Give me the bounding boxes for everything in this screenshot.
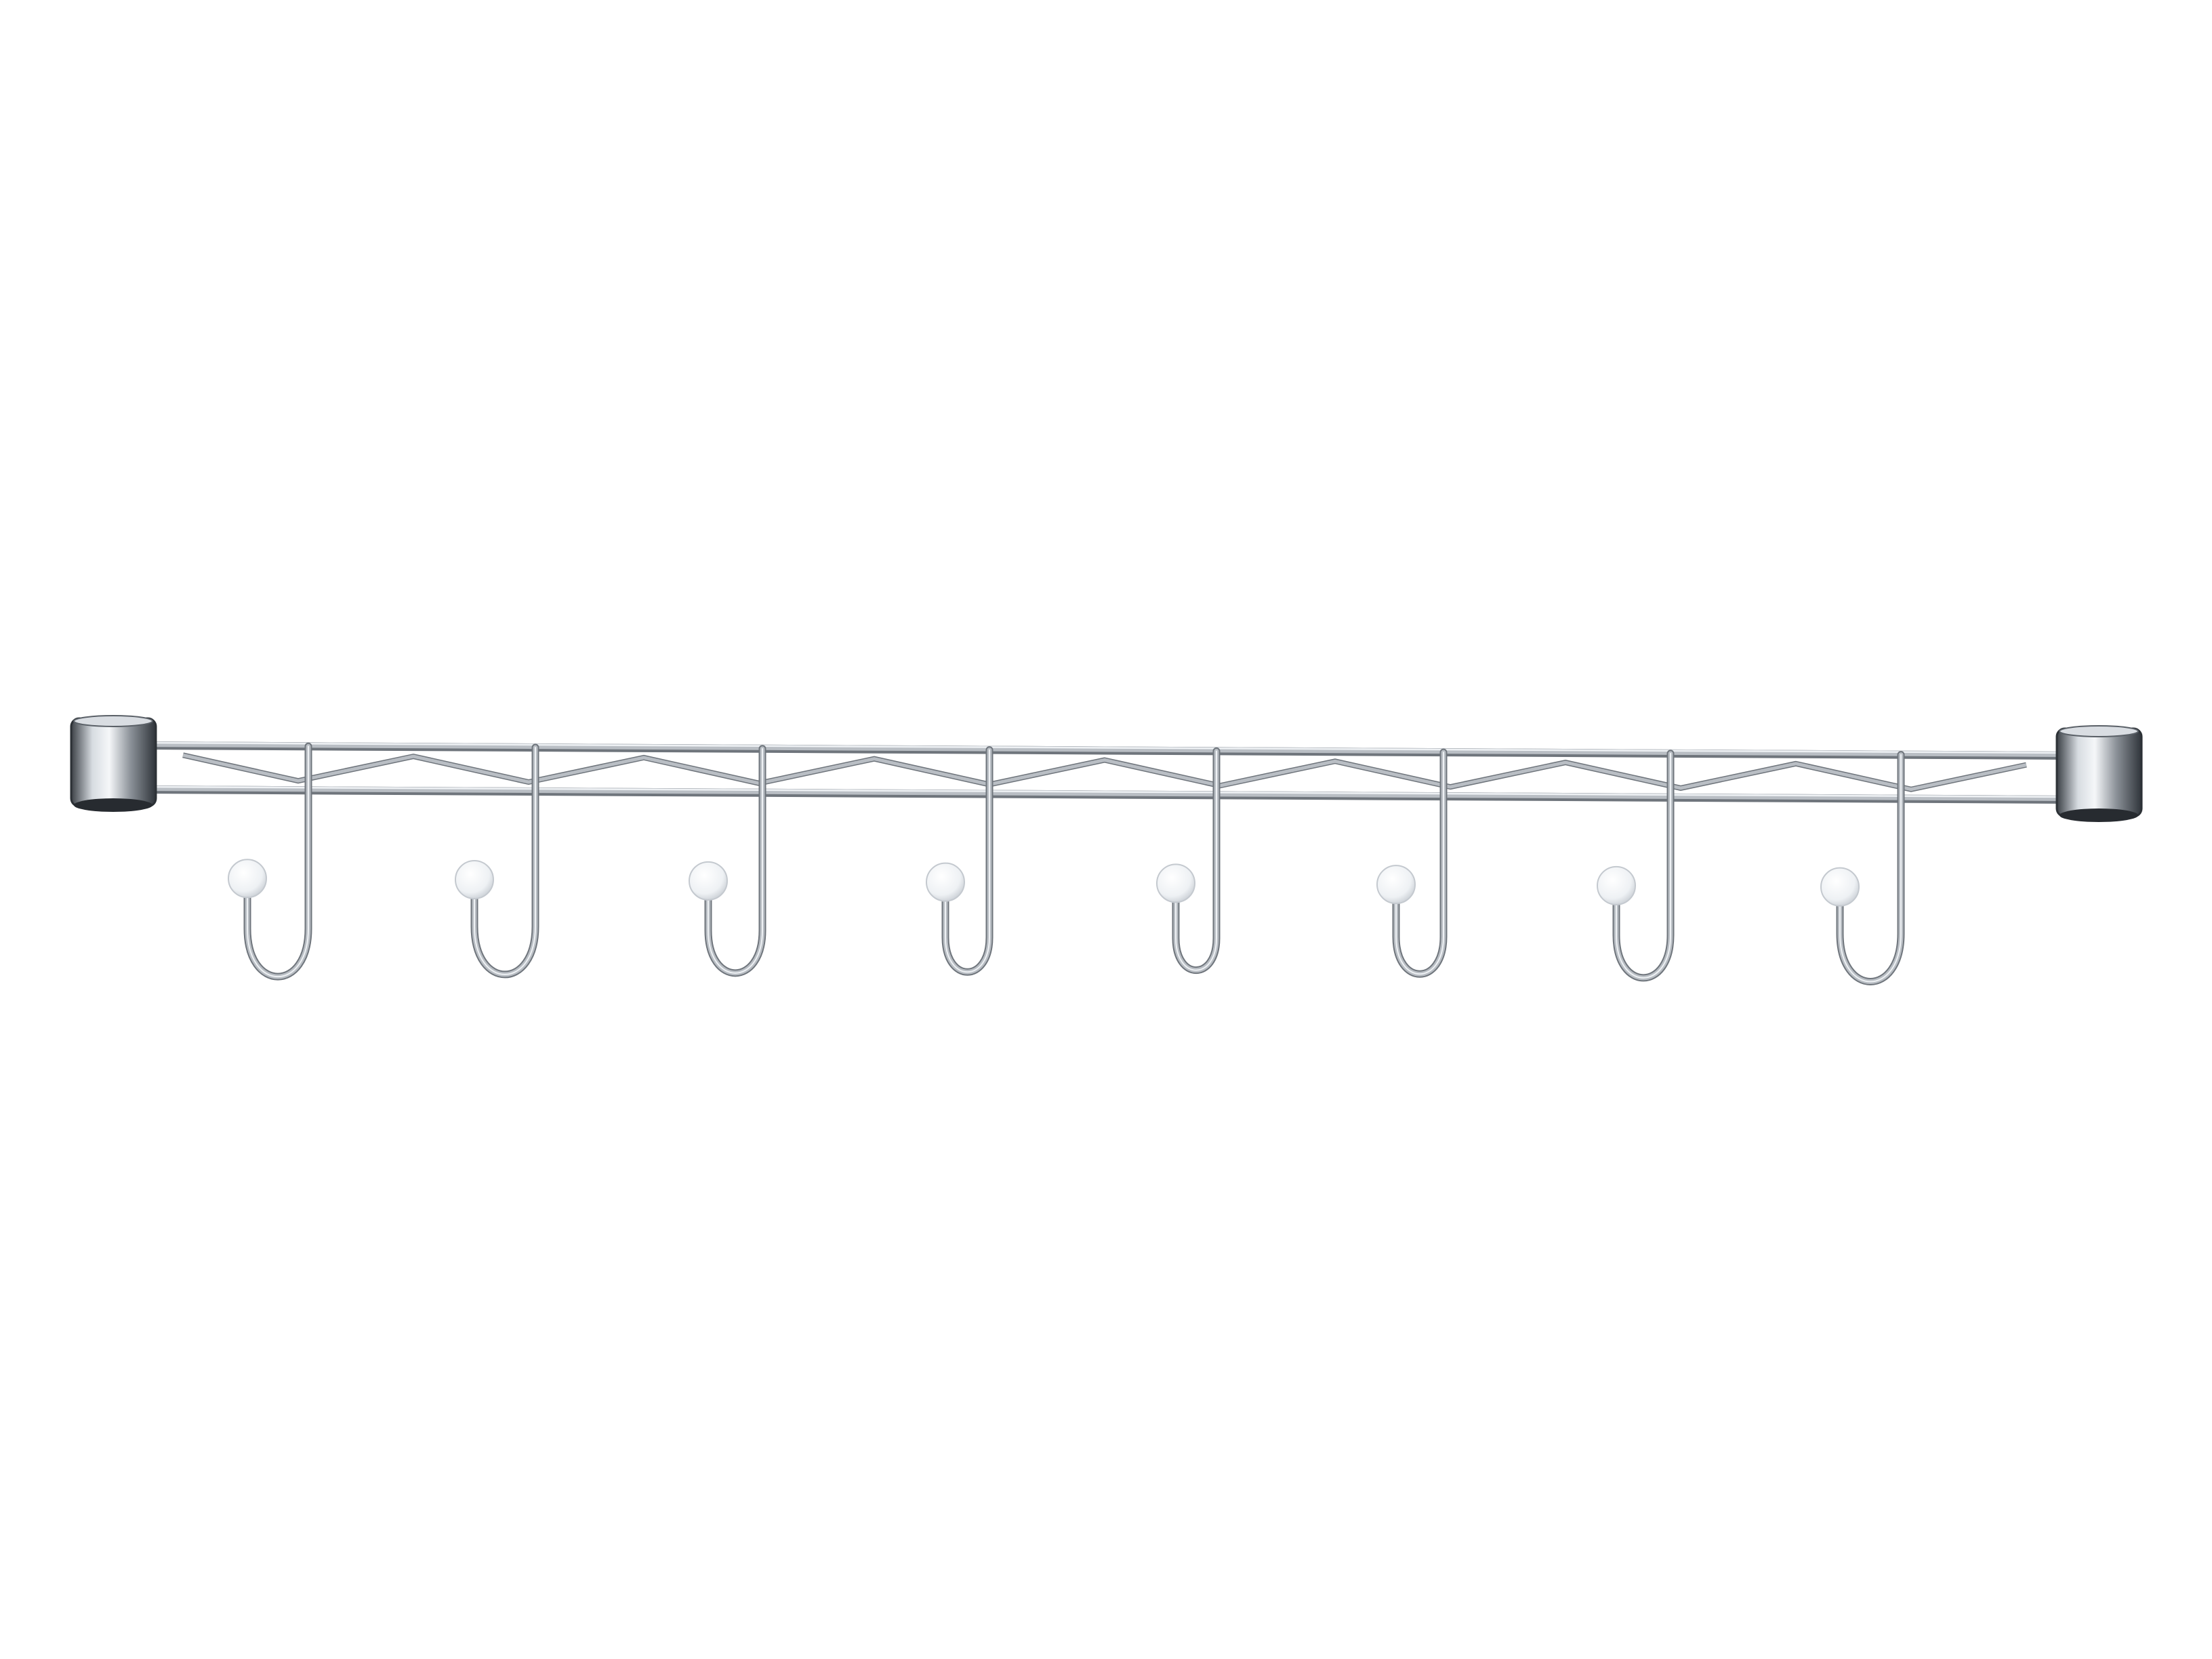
hook-wire-highlight [1175,750,1217,971]
hook-wire-highlight [1395,752,1444,975]
right-end-clamp [2055,725,2143,822]
hook-knob [1156,863,1195,903]
zigzag-wire [182,752,2027,792]
hook-knob [228,859,267,899]
hook-knob [1820,867,1860,907]
hook [1376,748,1448,978]
hooks-group [228,742,1905,985]
top-rail [140,741,2076,757]
left-end-clamp [70,715,157,812]
hook [1820,751,1905,985]
hook-wire-highlight [1616,752,1671,979]
hook [689,745,766,977]
hook-knob [926,862,965,902]
left-end-clamp-body [70,717,157,808]
zigzag-wire-line [182,753,2027,792]
hook-knob [1376,865,1416,905]
hook [926,746,994,976]
bottom-rail [140,785,2076,801]
hook-wire-highlight [708,747,763,974]
wire-rack-frame [138,741,2078,804]
end-clamps [70,715,2143,822]
bottom-rail-highlight [141,785,2075,798]
top-rail-highlight [141,741,2075,754]
right-end-clamp-top [2059,725,2139,737]
hook [228,742,312,981]
left-end-clamp-bore [74,798,152,812]
hook-knob [1597,865,1636,905]
hook-wire-highlight [945,749,990,973]
hook [1597,750,1675,982]
right-end-clamp-body [2055,727,2143,818]
hook-wire-highlight [1839,754,1902,983]
hook [1156,747,1221,975]
left-end-clamp-top [73,715,153,727]
right-end-clamp-bore [2060,808,2138,822]
hook-wire-highlight [247,745,309,977]
hook-knob [689,861,728,901]
hook-wire-highlight [474,747,536,975]
hook-knob [455,860,494,900]
hook [455,743,539,979]
